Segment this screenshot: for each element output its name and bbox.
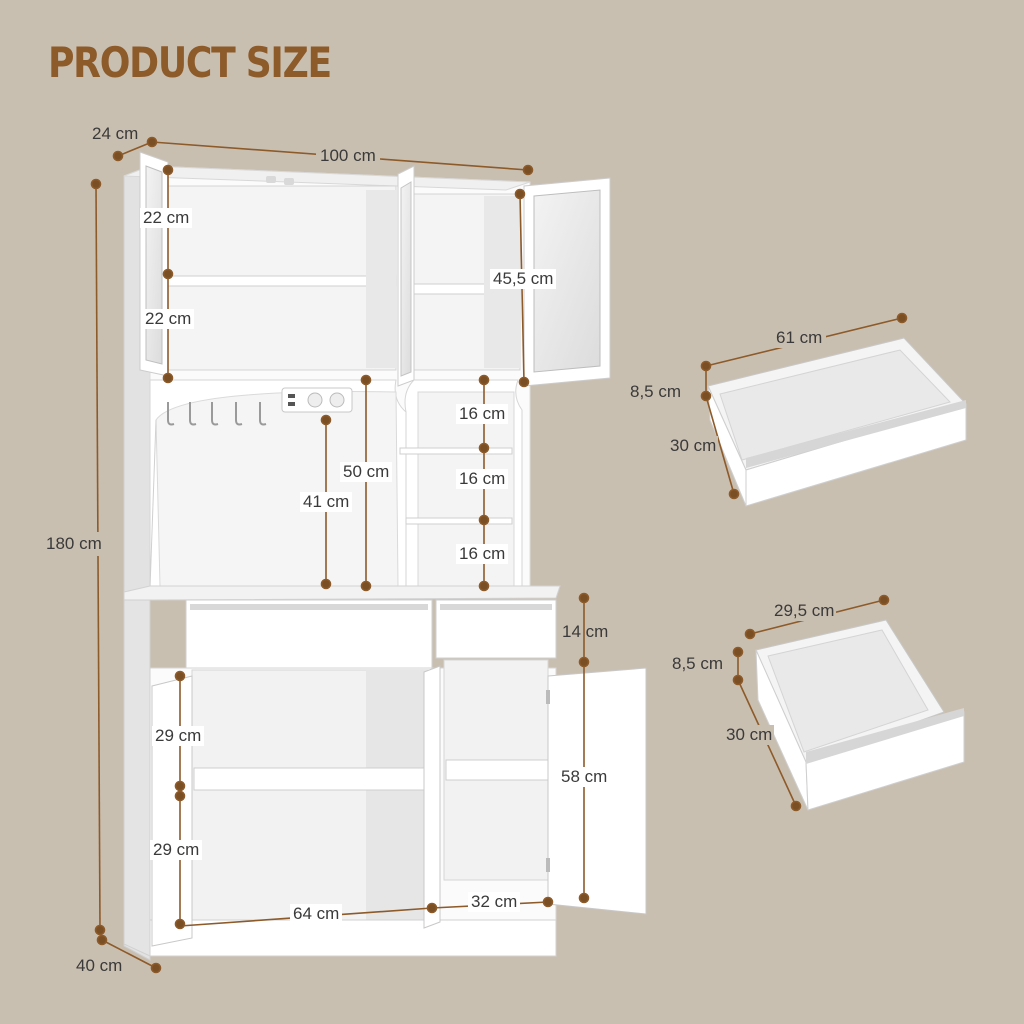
lower-right-door (547, 667, 647, 915)
upper-left-shelf (167, 275, 397, 287)
large-drawer-width-label: 61 cm (772, 328, 827, 348)
upper-shelf-bottom-label: 22 cm (142, 309, 195, 329)
height-label: 180 cm (46, 532, 102, 556)
hutch-inner-height-label: 41 cm (300, 492, 353, 512)
lower-left-door (151, 675, 193, 947)
large-drawer-illustration (707, 337, 967, 507)
dimension-lines (90, 136, 908, 974)
led-light-icon (266, 176, 276, 183)
depth-label: 24 cm (92, 124, 139, 143)
small-shelf (405, 517, 513, 525)
base-depth-label: 40 cm (76, 956, 123, 975)
large-drawer-depth-label: 30 cm (668, 436, 719, 456)
lower-right-shelf (445, 759, 549, 781)
left-drawer (185, 599, 433, 669)
small-drawer-width-label: 29,5 cm (772, 601, 837, 621)
small-drawer-depth-label: 30 cm (724, 725, 775, 745)
hutch-back-panel (155, 391, 399, 587)
upper-right-height-label: 45,5 cm (490, 269, 557, 289)
countertop (123, 585, 561, 601)
drawer-height-label: 14 cm (562, 622, 609, 641)
small-shelf-1-label: 16 cm (456, 404, 509, 424)
small-drawer-height-label: 8,5 cm (672, 654, 724, 673)
lower-right-height-label: 58 cm (558, 767, 611, 787)
small-shelf (399, 447, 513, 455)
lower-middle-door (423, 665, 441, 929)
power-outlet-icon (281, 387, 353, 413)
lower-shelf-top-label: 29 cm (152, 726, 205, 746)
page-title: PRODUCT SIZE (48, 38, 332, 87)
small-shelf-2-label: 16 cm (456, 469, 509, 489)
plinth (149, 919, 557, 957)
led-light-icon (284, 178, 294, 185)
lower-shelf-bottom-label: 29 cm (150, 840, 203, 860)
upper-shelf-top-label: 22 cm (140, 208, 193, 228)
large-drawer-height-label: 8,5 cm (630, 382, 682, 401)
lower-left-width-label: 64 cm (290, 904, 343, 924)
cabinet (123, 151, 647, 961)
small-drawer-illustration (755, 619, 965, 811)
small-shelf-3-label: 16 cm (456, 544, 509, 564)
hutch-height-label: 50 cm (340, 462, 393, 482)
hook-icon (167, 402, 267, 426)
lower-left-shelf (193, 767, 427, 791)
lower-right-width-label: 32 cm (468, 892, 521, 912)
width-label: 100 cm (316, 146, 380, 166)
